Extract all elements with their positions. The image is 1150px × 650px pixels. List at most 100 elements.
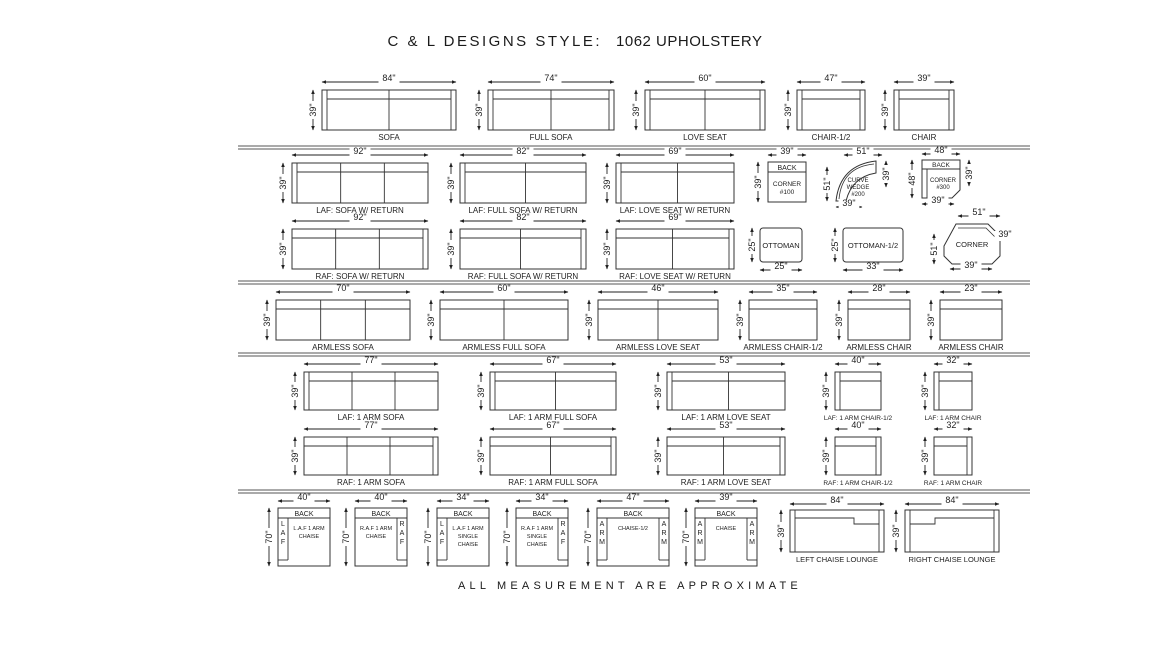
label-mask (880, 165, 892, 183)
furniture-piece: OTTOMAN-1/233"25" (829, 227, 904, 273)
width-label: 39" (917, 73, 930, 83)
label-mask (425, 311, 437, 329)
arm-letter: M (697, 539, 703, 546)
piece-label: FULL SOFA (530, 133, 573, 142)
label-mask (475, 382, 487, 400)
label-mask (340, 528, 352, 546)
depth-label: 39" (446, 176, 456, 189)
piece-label: LAF: 1 ARM SOFA (338, 413, 405, 422)
label-mask (890, 522, 902, 540)
back-label: BACK (623, 511, 642, 518)
piece-outline (847, 299, 911, 341)
furniture-piece: 92"39"RAF: SOFA W/ RETURN (277, 212, 429, 281)
arm-letter: R (697, 530, 702, 537)
piece-label: RAF: 1 ARM FULL SOFA (508, 478, 598, 487)
label-mask (919, 447, 931, 465)
width-label: 82" (516, 212, 529, 222)
width-label: 92" (353, 146, 366, 156)
label-mask (838, 200, 860, 210)
label-mask (293, 494, 315, 504)
width-label: 32" (946, 420, 959, 430)
label-mask (770, 263, 792, 273)
label-mask (601, 174, 613, 192)
piece-label: LAF: SOFA W/ RETURN (316, 206, 404, 215)
piece-label: RAF: 1 ARM CHAIR-1/2 (823, 480, 893, 487)
depth-label: 39" (602, 242, 612, 255)
piece-outline (933, 436, 973, 476)
depth-label: 70" (583, 530, 593, 543)
depth-label: 70" (264, 530, 274, 543)
depth-label: 25" (830, 238, 840, 251)
piece-outline (666, 436, 786, 476)
furniture-piece: 82"39"LAF: FULL SOFA W/ RETURN (445, 146, 587, 215)
label-mask (664, 214, 686, 224)
depth-label: 48" (907, 172, 917, 185)
width-label: 69" (668, 146, 681, 156)
furniture-piece: 23"39"ARMLESS CHAIR (925, 283, 1004, 352)
label-mask (879, 101, 891, 119)
width-label: 40" (851, 420, 864, 430)
piece-label: LAF: FULL SOFA W/ RETURN (468, 206, 577, 215)
furniture-piece: 40"39"RAF: 1 ARM CHAIR-1/2 (820, 420, 893, 487)
width-label: 40" (297, 492, 310, 502)
width-label: 69" (668, 212, 681, 222)
piece-label: RAF: 1 ARM LOVE SEAT (681, 478, 772, 487)
label-mask (994, 231, 1016, 241)
piece-outline (459, 162, 587, 204)
arm-letter: A (400, 530, 405, 537)
width-label: 23" (964, 283, 977, 293)
piece-label: LAF: 1 ARM CHAIR (924, 415, 981, 422)
piece-label: LAF: 1 ARM LOVE SEAT (681, 413, 770, 422)
width-label: 60" (698, 73, 711, 83)
width-label: 48" (934, 145, 947, 155)
furniture-piece: 39"39"CHAIR (879, 73, 955, 142)
depth-label: 39" (880, 103, 890, 116)
depth-label: 70" (341, 530, 351, 543)
piece-outline (767, 161, 807, 203)
piece-outline (291, 228, 429, 270)
width-label: 47" (824, 73, 837, 83)
back-label: BACK (716, 511, 735, 518)
furniture-piece: 32"39"RAF: 1 ARM CHAIR (919, 420, 982, 487)
depth-label: 39" (308, 103, 318, 116)
piece-outline (615, 162, 735, 204)
chaise-label: CHAISE (527, 542, 548, 548)
piece-outline (596, 507, 670, 567)
back-line (910, 517, 994, 525)
label-mask (734, 311, 746, 329)
label-mask (942, 357, 964, 367)
chaise-label: CHAISE-1/2 (618, 526, 648, 532)
piece-outline (796, 89, 866, 131)
piece-label: CHAIR-1/2 (812, 133, 851, 142)
title-style: C & L DESIGNS STYLE: (387, 33, 603, 50)
corner-label: CORNER (773, 181, 801, 188)
label-mask (445, 174, 457, 192)
piece-label: RIGHT CHAISE LOUNGE (909, 555, 996, 564)
piece-outline (666, 371, 786, 411)
label-mask (968, 209, 990, 219)
label-mask (289, 382, 301, 400)
depth-label: 39" (834, 313, 844, 326)
piece-label: LOVE SEAT (683, 133, 727, 142)
width-label: 67" (546, 355, 559, 365)
label-mask (475, 447, 487, 465)
label-mask (360, 357, 382, 367)
width-label: 46" (651, 283, 664, 293)
depth-label: 39" (290, 384, 300, 397)
arm-letter: F (440, 539, 444, 546)
label-mask (782, 101, 794, 119)
arm-letter: A (698, 521, 703, 528)
depth-label: 39" (735, 313, 745, 326)
width-label: 77" (364, 420, 377, 430)
furniture-piece: 84"39"RIGHT CHAISE LOUNGE (890, 495, 1000, 564)
label-mask (601, 240, 613, 258)
label-mask (582, 528, 594, 546)
label-mask (960, 262, 982, 272)
piece-outline (842, 227, 904, 263)
label-mask (820, 382, 832, 400)
